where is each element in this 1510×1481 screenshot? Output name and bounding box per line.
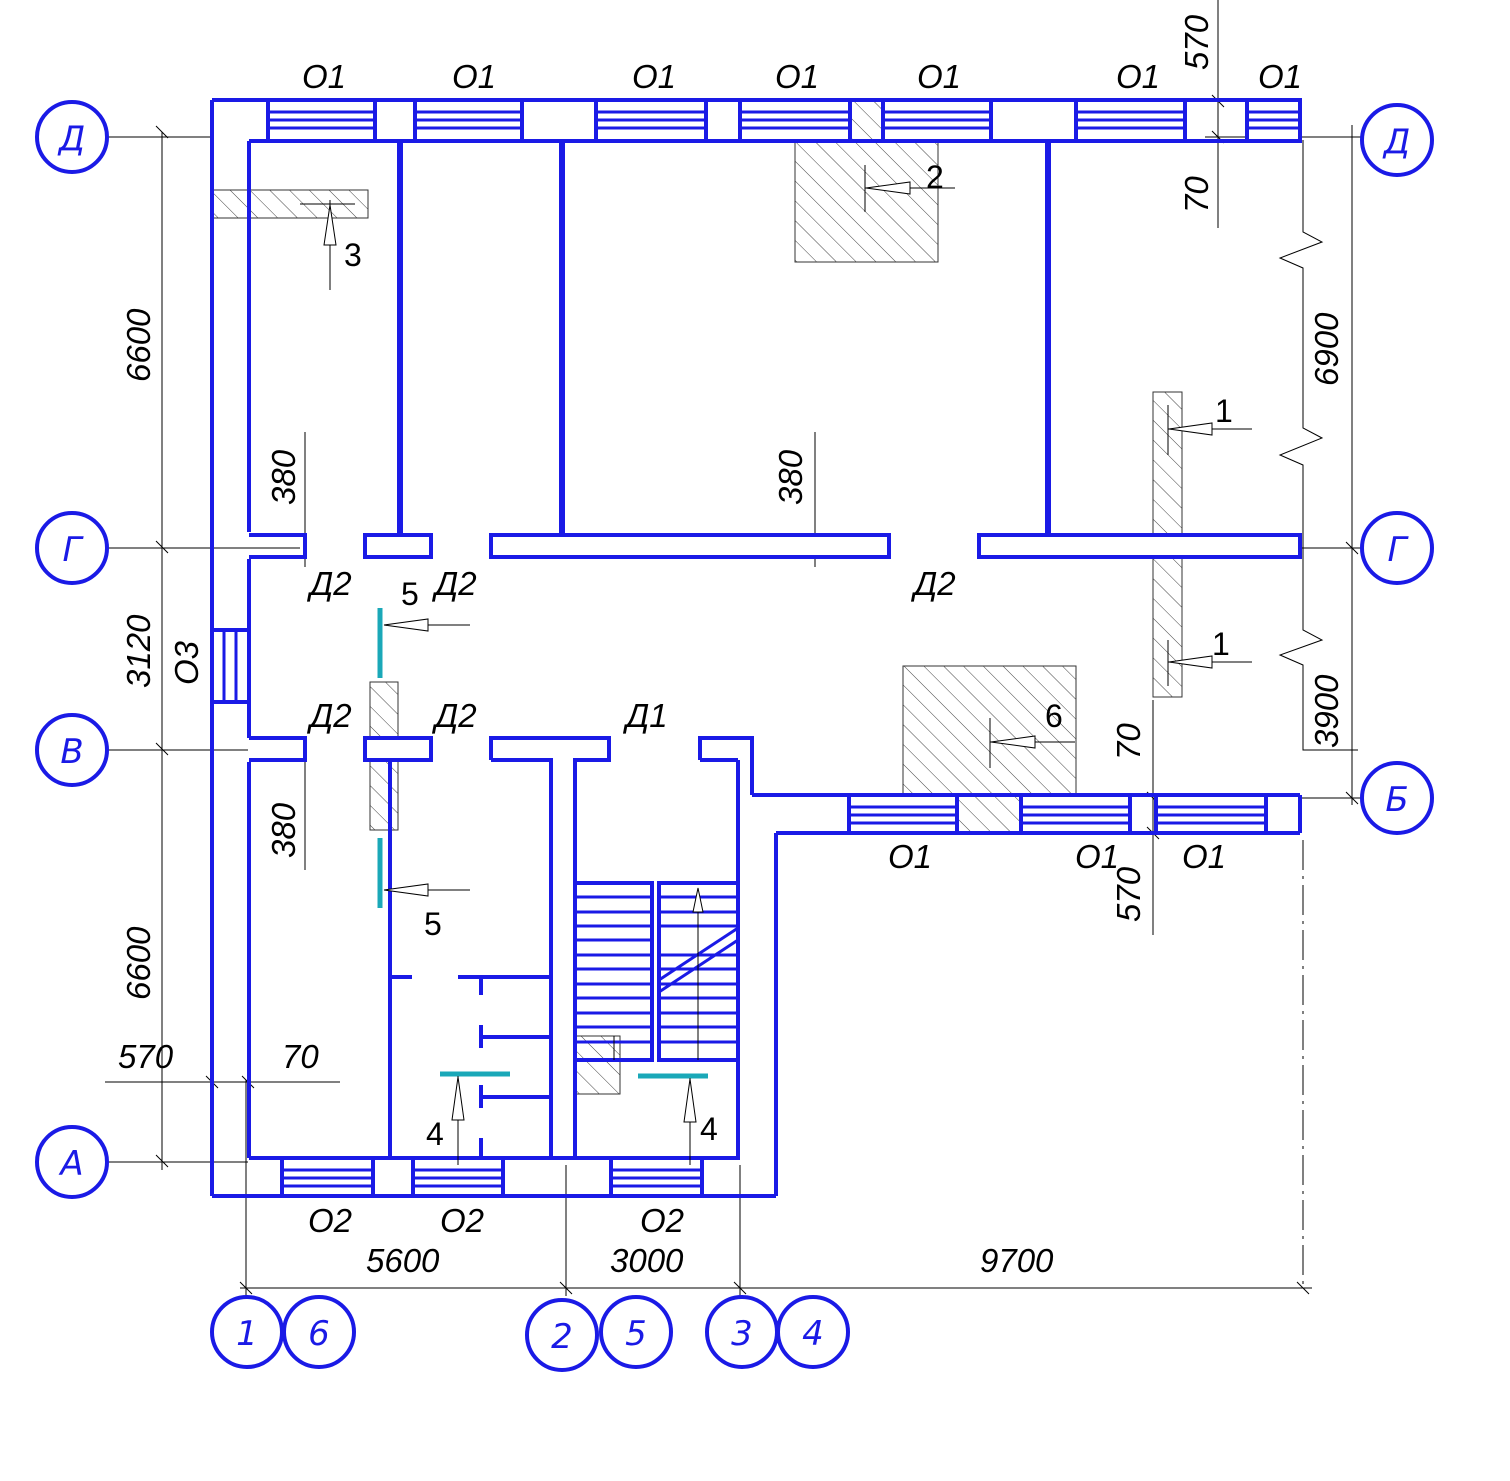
window-label: О1 [632,58,676,95]
dim-380-b: 380 [772,449,809,505]
marker-4: 4 [700,1111,718,1147]
window-bottom [280,1156,704,1198]
dim-top-570: 570 [1178,14,1215,70]
window-openings [266,98,1302,1198]
window-right [847,793,1268,835]
svg-text:Г: Г [63,530,85,570]
dim-right-g-b: 3900 [1308,674,1345,748]
svg-text:В: В [60,732,83,772]
axis-col-1: 1 [210,1295,284,1369]
dimension-lines [105,0,1365,1296]
dim-bottom-9700: 9700 [980,1242,1054,1279]
dim-left-g-v: 3120 [120,614,157,688]
axis-row-g-right: Г [1360,511,1434,585]
dim-left-d-g: 6600 [120,308,157,382]
door-label: Д2 [431,697,477,734]
window-label: О2 [440,1202,484,1239]
svg-text:4: 4 [802,1314,824,1354]
marker-2: 2 [926,159,944,195]
dim-bottom-3000: 3000 [610,1242,684,1279]
dimension-texts: 6600 3120 6600 6900 3900 570 70 380 380 … [118,14,1345,1279]
marker-1: 1 [1212,626,1230,662]
window-label: О2 [640,1202,684,1239]
door-label: Д1 [622,697,668,734]
marker-leaders [300,165,1252,1165]
marker-5: 5 [424,906,442,942]
svg-text:2: 2 [551,1317,573,1357]
axis-row-v-left: В [35,713,109,787]
axis-markers: Д Г В А Д Г Б 1 6 2 5 3 4 [35,100,1434,1372]
window-label: О1 [302,58,346,95]
walls [210,98,1302,1198]
window-top [266,98,1302,143]
dim-right-d-g: 6900 [1308,312,1345,386]
axis-col-6: 6 [282,1295,356,1369]
dim-bottom-left-570: 570 [118,1038,174,1075]
dim-380-c: 380 [265,802,302,858]
window-label: О1 [1182,838,1226,875]
dim-380-a: 380 [265,449,302,505]
stair-landing-hatch [575,1035,621,1095]
axis-row-d-left: Д [35,100,109,174]
svg-text:6: 6 [308,1314,330,1354]
door-label: Д2 [431,565,477,602]
marker-numbers: 1 1 2 3 4 4 5 5 6 [344,159,1233,1152]
svg-text:А: А [58,1144,83,1184]
window-label-side: О3 [168,640,205,685]
svg-text:Б: Б [1385,780,1408,820]
window-label: О1 [452,58,496,95]
svg-text:3: 3 [731,1314,753,1354]
window-label: О1 [1075,838,1119,875]
marker-5: 5 [401,576,419,612]
dim-bottom-5600: 5600 [366,1242,440,1279]
window-label: О1 [1258,58,1302,95]
dim-right-70: 70 [1110,723,1147,760]
svg-text:Д: Д [57,119,86,159]
axis-col-4: 4 [776,1295,850,1369]
marker-1: 1 [1215,393,1233,429]
window-label: О1 [888,838,932,875]
door-label: Д2 [910,565,956,602]
axis-row-b-right: Б [1360,761,1434,835]
dim-bottom-left-70: 70 [282,1038,319,1075]
window-label: О1 [775,58,819,95]
axis-row-a-left: А [35,1125,109,1199]
svg-text:Г: Г [1388,530,1410,570]
axis-col-3: 3 [705,1295,779,1369]
marker-6: 6 [1045,698,1063,734]
dim-left-v-a: 6600 [120,926,157,1000]
axis-row-d-right: Д [1360,103,1434,177]
svg-text:Д: Д [1382,122,1411,162]
marker-4: 4 [426,1116,444,1152]
opening-labels: О1 О1 О1 О1 О1 О1 О1 О2 О2 О2 О1 О1 О1 О… [168,58,1302,1239]
staircase [573,881,740,1062]
window-label: О1 [1116,58,1160,95]
dim-right-570: 570 [1110,866,1147,922]
marker-3: 3 [344,237,362,273]
cyan-elements [377,608,708,1079]
dim-top-70: 70 [1178,176,1215,213]
axis-col-2: 2 [525,1298,599,1372]
svg-text:5: 5 [625,1314,647,1354]
window-label: О1 [917,58,961,95]
svg-text:1: 1 [236,1314,258,1354]
axis-row-g-left: Г [35,511,109,585]
door-label: Д2 [306,565,352,602]
axis-col-5: 5 [599,1295,673,1369]
door-label: Д2 [306,697,352,734]
window-label: О2 [308,1202,352,1239]
